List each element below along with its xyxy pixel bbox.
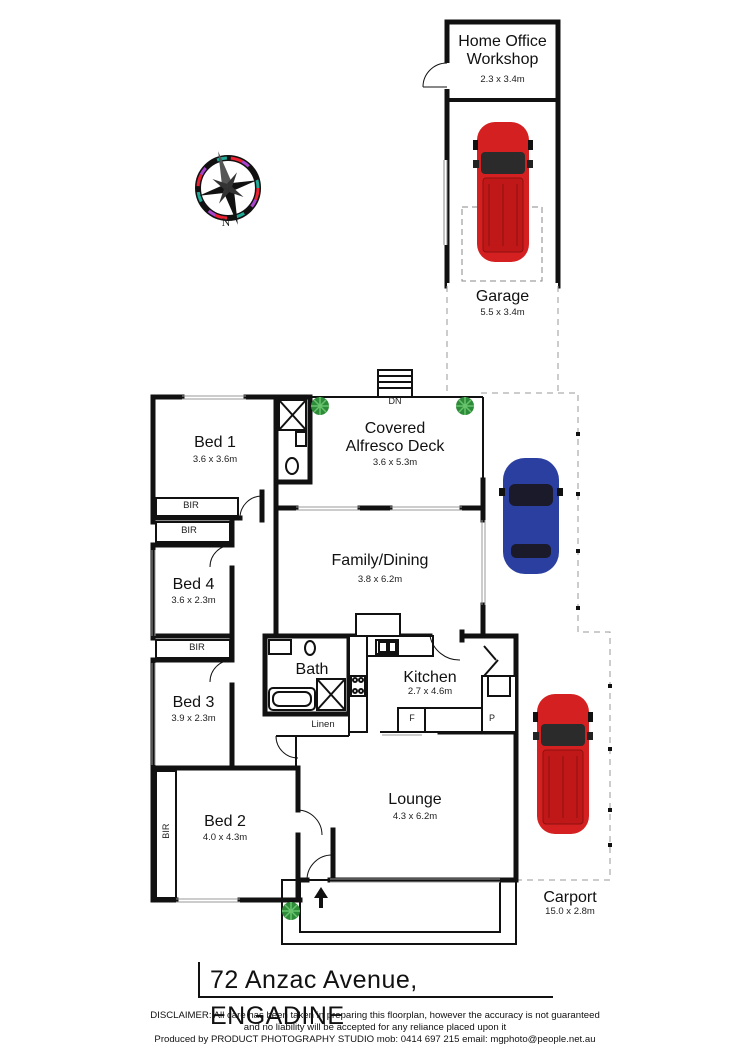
family-dining-size: 3.8 x 6.2m bbox=[357, 574, 403, 585]
deck-stairs-label: DN bbox=[388, 396, 402, 406]
property-address: 72 Anzac Avenue, ENGADINE bbox=[198, 962, 553, 1030]
disclaimer-line-2: and no liability will be accepted for an… bbox=[243, 1022, 507, 1033]
bed3-bir-label: BIR bbox=[189, 642, 205, 653]
plant-icon bbox=[455, 396, 475, 416]
alfresco-size: 3.6 x 5.3m bbox=[372, 457, 418, 468]
driveway-outline bbox=[446, 286, 611, 881]
alfresco-line2: Alfresco Deck bbox=[345, 438, 445, 456]
house-walls bbox=[150, 394, 519, 903]
linen-label: Linen bbox=[311, 719, 335, 730]
bed1-name: Bed 1 bbox=[194, 434, 236, 451]
disclaimer-line-3: Produced by PRODUCT PHOTOGRAPHY STUDIO m… bbox=[154, 1034, 596, 1045]
lounge-name: Lounge bbox=[388, 791, 442, 808]
home-office-line1: Home Office bbox=[458, 33, 547, 50]
door-swings bbox=[209, 495, 461, 881]
garage-size: 5.5 x 3.4m bbox=[480, 307, 525, 318]
bed4-size: 3.6 x 2.3m bbox=[171, 595, 216, 606]
bed2-size: 4.0 x 4.3m bbox=[202, 832, 248, 843]
fridge-label: F bbox=[409, 713, 415, 723]
carport-posts bbox=[576, 432, 612, 847]
bed4-name: Bed 4 bbox=[172, 576, 215, 593]
garage-name: Garage bbox=[475, 288, 530, 305]
bed4-bir-label: BIR bbox=[181, 525, 197, 536]
carport-size: 15.0 x 2.8m bbox=[545, 906, 595, 917]
carport-name: Carport bbox=[543, 889, 597, 906]
home-office-line2: Workshop bbox=[466, 51, 539, 69]
bed2-name: Bed 2 bbox=[204, 813, 246, 830]
bed3-size: 3.9 x 2.3m bbox=[171, 713, 216, 724]
plant-icon bbox=[281, 901, 301, 921]
thin-walls bbox=[155, 369, 517, 945]
lounge-size: 4.3 x 6.2m bbox=[392, 811, 438, 822]
bed1-bir-label: BIR bbox=[183, 500, 199, 511]
bath-name: Bath bbox=[295, 661, 329, 678]
compass-north-label: N bbox=[221, 215, 231, 229]
bed2-bir-label: BIR bbox=[160, 823, 171, 839]
home-office-size: 2.3 x 3.4m bbox=[480, 74, 525, 85]
family-dining-name: Family/Dining bbox=[331, 552, 429, 569]
pantry-label: P bbox=[488, 713, 495, 723]
compass bbox=[195, 151, 261, 225]
entry-arrow bbox=[314, 887, 328, 908]
kitchen-size: 2.7 x 4.6m bbox=[407, 686, 453, 697]
bed3-name: Bed 3 bbox=[172, 694, 215, 711]
windows bbox=[151, 395, 500, 903]
bed1-size: 3.6 x 3.6m bbox=[192, 454, 238, 465]
disclaimer-line-1: DISCLAIMER: All care has been taken in p… bbox=[150, 1010, 600, 1021]
alfresco-line1: Covered bbox=[364, 420, 426, 437]
blue-car bbox=[499, 458, 563, 574]
plant-icon bbox=[310, 396, 330, 416]
kitchen-name: Kitchen bbox=[403, 669, 457, 686]
